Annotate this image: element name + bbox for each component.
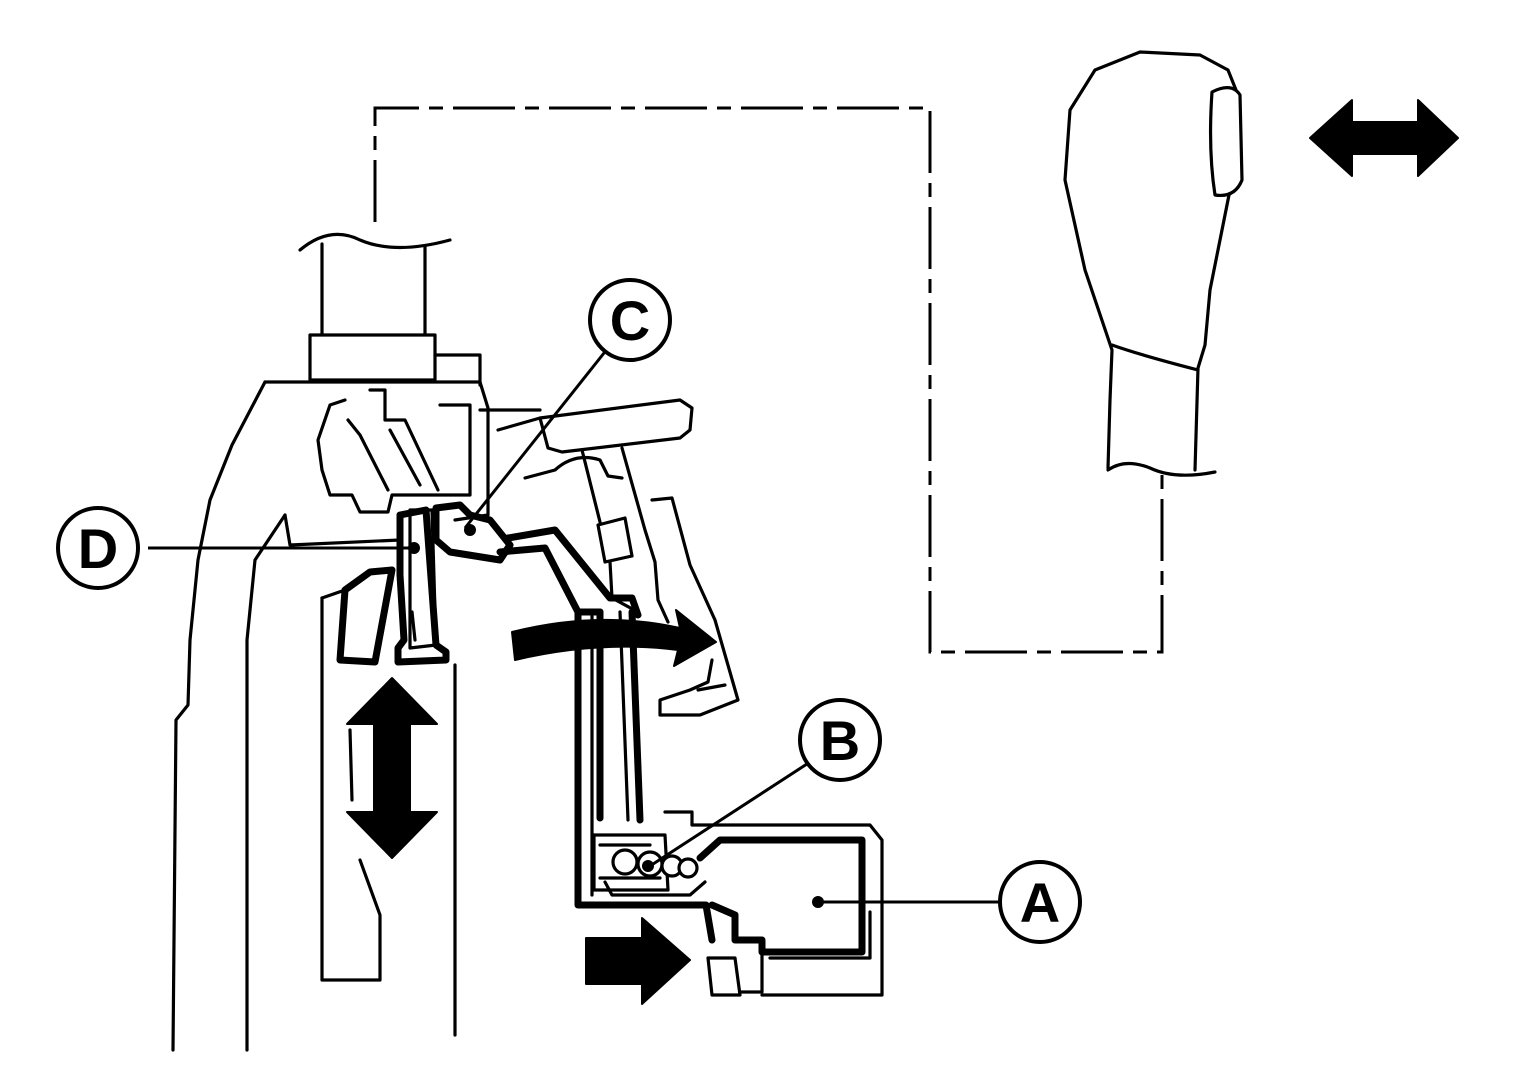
callout-b: B bbox=[798, 698, 882, 782]
vertical-double-arrow-icon bbox=[346, 677, 438, 859]
callout-d-label: D bbox=[78, 517, 118, 580]
release-rod bbox=[496, 398, 740, 717]
lever-shaft bbox=[298, 232, 482, 387]
detent-mechanism bbox=[316, 388, 542, 514]
callout-a: A bbox=[998, 860, 1082, 944]
callout-b-label: B bbox=[820, 709, 860, 772]
spring-pin bbox=[592, 833, 707, 897]
link-frame bbox=[373, 106, 1164, 654]
shift-knob bbox=[1063, 50, 1244, 477]
callout-c: C bbox=[588, 278, 672, 362]
lateral-double-arrow-icon bbox=[1309, 99, 1459, 177]
housing-outline bbox=[171, 380, 490, 1052]
curved-arrow-icon bbox=[511, 609, 717, 667]
callout-c-label: C bbox=[610, 289, 650, 352]
callout-a-label: A bbox=[1020, 871, 1060, 934]
solenoid bbox=[663, 810, 884, 997]
link-arm bbox=[432, 501, 642, 619]
leader-lines bbox=[148, 347, 1000, 908]
lock-plate bbox=[336, 506, 450, 666]
callout-d: D bbox=[56, 506, 140, 590]
motion-arrows bbox=[346, 99, 1459, 1005]
push-arrow-icon bbox=[585, 917, 691, 1005]
